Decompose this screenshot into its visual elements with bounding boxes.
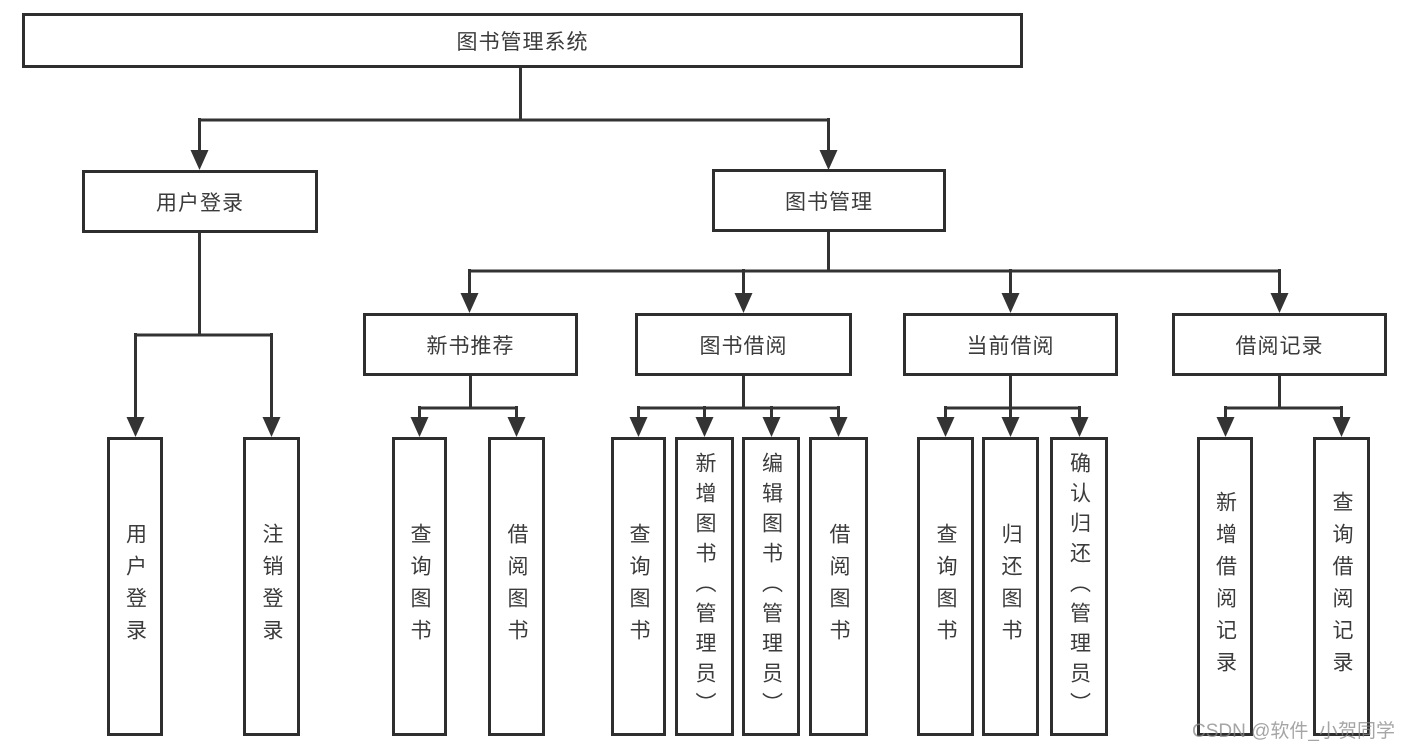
node-label: 当前借阅: [966, 334, 1055, 358]
csdn-watermark: CSDN @软件_小贺同学: [1192, 721, 1395, 742]
leaf-query-books-borrowing: 查询图书: [611, 437, 666, 736]
node-system-root: 图书管理系统: [22, 13, 1023, 68]
leaf-query-borrow-record: 查询借阅记录: [1313, 437, 1370, 736]
node-borrowing-records: 借阅记录: [1172, 313, 1387, 376]
node-label: 图书管理: [785, 190, 873, 214]
leaf-query-books-current: 查询图书: [917, 437, 974, 736]
leaf-query-books-recommend: 查询图书: [392, 437, 447, 736]
arrowhead-icons: [126, 150, 1351, 437]
node-new-book-recommendation: 新书推荐: [363, 313, 578, 376]
node-book-borrowing: 图书借阅: [635, 313, 852, 376]
node-current-borrowing: 当前借阅: [903, 313, 1118, 376]
leaf-user-login: 用户登录: [107, 437, 163, 736]
node-label: 借阅记录: [1235, 334, 1324, 358]
node-label: 确认归还（管理员）: [1067, 451, 1091, 722]
node-label: 用户登录: [123, 522, 147, 651]
node-label: 借阅图书: [827, 522, 850, 651]
node-user-login: 用户登录: [82, 170, 318, 233]
leaf-borrow-books-recommend: 借阅图书: [488, 437, 545, 736]
leaf-add-borrow-record: 新增借阅记录: [1197, 437, 1253, 736]
leaf-add-book-admin: 新增图书（管理员）: [675, 437, 734, 736]
connector-lines: [134, 68, 1343, 420]
node-label: 查询借阅记录: [1330, 490, 1353, 683]
leaf-borrow-books-borrowing: 借阅图书: [809, 437, 868, 736]
leaf-logout: 注销登录: [243, 437, 300, 736]
node-label: 图书管理系统: [456, 30, 589, 54]
node-label: 注销登录: [260, 522, 283, 651]
node-label: 编辑图书（管理员）: [759, 451, 783, 722]
leaf-return-books: 归还图书: [982, 437, 1039, 736]
node-label: 查询图书: [627, 522, 650, 651]
node-label: 查询图书: [934, 522, 957, 651]
node-label: 新书推荐: [426, 334, 515, 358]
node-label: 新增借阅记录: [1213, 490, 1237, 683]
node-label: 归还图书: [999, 522, 1022, 651]
node-label: 新增图书（管理员）: [693, 451, 716, 722]
node-label: 用户登录: [156, 191, 244, 215]
node-book-management: 图书管理: [712, 169, 946, 232]
node-label: 借阅图书: [505, 522, 528, 651]
leaf-edit-book-admin: 编辑图书（管理员）: [742, 437, 800, 736]
leaf-confirm-return-admin: 确认归还（管理员）: [1050, 437, 1108, 736]
node-label: 图书借阅: [699, 334, 788, 358]
node-label: 查询图书: [408, 522, 431, 651]
